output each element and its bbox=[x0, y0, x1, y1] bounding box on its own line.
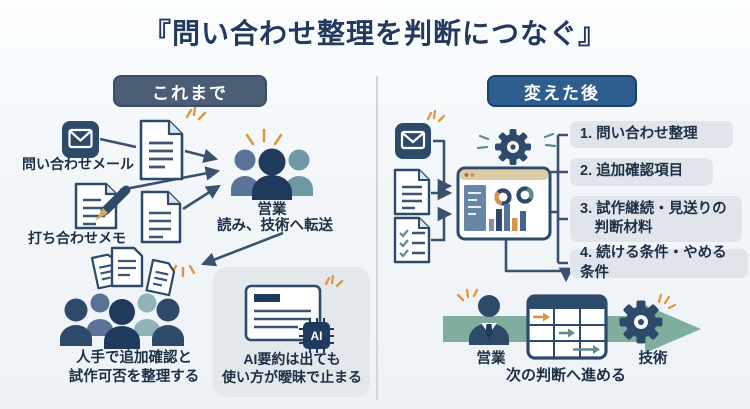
memo-pencil-icon bbox=[74, 182, 131, 230]
sparkle-icon bbox=[245, 128, 283, 146]
ai-chip-label: AI bbox=[311, 329, 323, 343]
manual-process-note: 人手で追加確認と 試作可否を整理する bbox=[68, 350, 200, 385]
email-label: 問い合わせメール bbox=[22, 156, 134, 172]
output-item-4: 4. 続ける条件・やめる条件 bbox=[570, 245, 748, 281]
sales-label: 営業 bbox=[257, 202, 287, 218]
document-icon bbox=[139, 119, 184, 181]
document-icon bbox=[140, 190, 182, 244]
sales-team-icon bbox=[231, 148, 313, 200]
dashboard-icon bbox=[456, 166, 552, 241]
right-flow-connectors bbox=[431, 133, 574, 283]
decision-table-icon bbox=[526, 294, 608, 360]
ai-summary-card-icon bbox=[244, 284, 322, 342]
output-item-1: 1. 問い合わせ整理 bbox=[570, 121, 733, 148]
page-title: 『問い合わせ整理を判断につなぐ』 bbox=[142, 18, 607, 49]
right-tech-label: 技術 bbox=[638, 351, 668, 367]
email-icon bbox=[62, 121, 99, 158]
sales-person-icon bbox=[469, 295, 509, 345]
after-header-badge: 変えた後 bbox=[487, 75, 637, 107]
gear-icon bbox=[495, 129, 531, 165]
sparkle-icon bbox=[324, 274, 344, 288]
sales-note: 読み、技術へ転送 bbox=[217, 218, 333, 234]
sparkle-icon bbox=[657, 293, 677, 310]
checklist-icon bbox=[393, 216, 431, 264]
output-item-3: 3. 試作継続・見送りの 判断材料 bbox=[570, 196, 742, 242]
sparkle-icon bbox=[456, 288, 479, 302]
output-item-2: 2. 追加確認項目 bbox=[570, 158, 713, 186]
before-header-badge: これまで bbox=[113, 75, 267, 107]
email-icon bbox=[395, 123, 431, 159]
document-icon bbox=[393, 168, 431, 216]
next-decision-label: 次の判断へ進める bbox=[505, 367, 627, 384]
ai-chip-icon: AI bbox=[299, 318, 334, 353]
ai-limitation-note: AI要約は出ても 使い方が曖昧で止まる bbox=[222, 351, 362, 385]
left-flow-arrows bbox=[99, 137, 284, 267]
tech-gear-icon bbox=[619, 300, 663, 344]
panel-divider bbox=[376, 76, 378, 400]
sparkle-icon bbox=[185, 105, 207, 121]
stacked-documents-icon bbox=[90, 246, 176, 297]
sparkle-icon bbox=[476, 132, 557, 150]
sparkle-icon bbox=[170, 264, 196, 278]
right-sales-label: 営業 bbox=[476, 351, 506, 367]
memo-label: 打ち合わせメモ bbox=[28, 230, 126, 246]
sparkle-icon bbox=[426, 109, 446, 123]
crowd-icon bbox=[60, 293, 184, 349]
